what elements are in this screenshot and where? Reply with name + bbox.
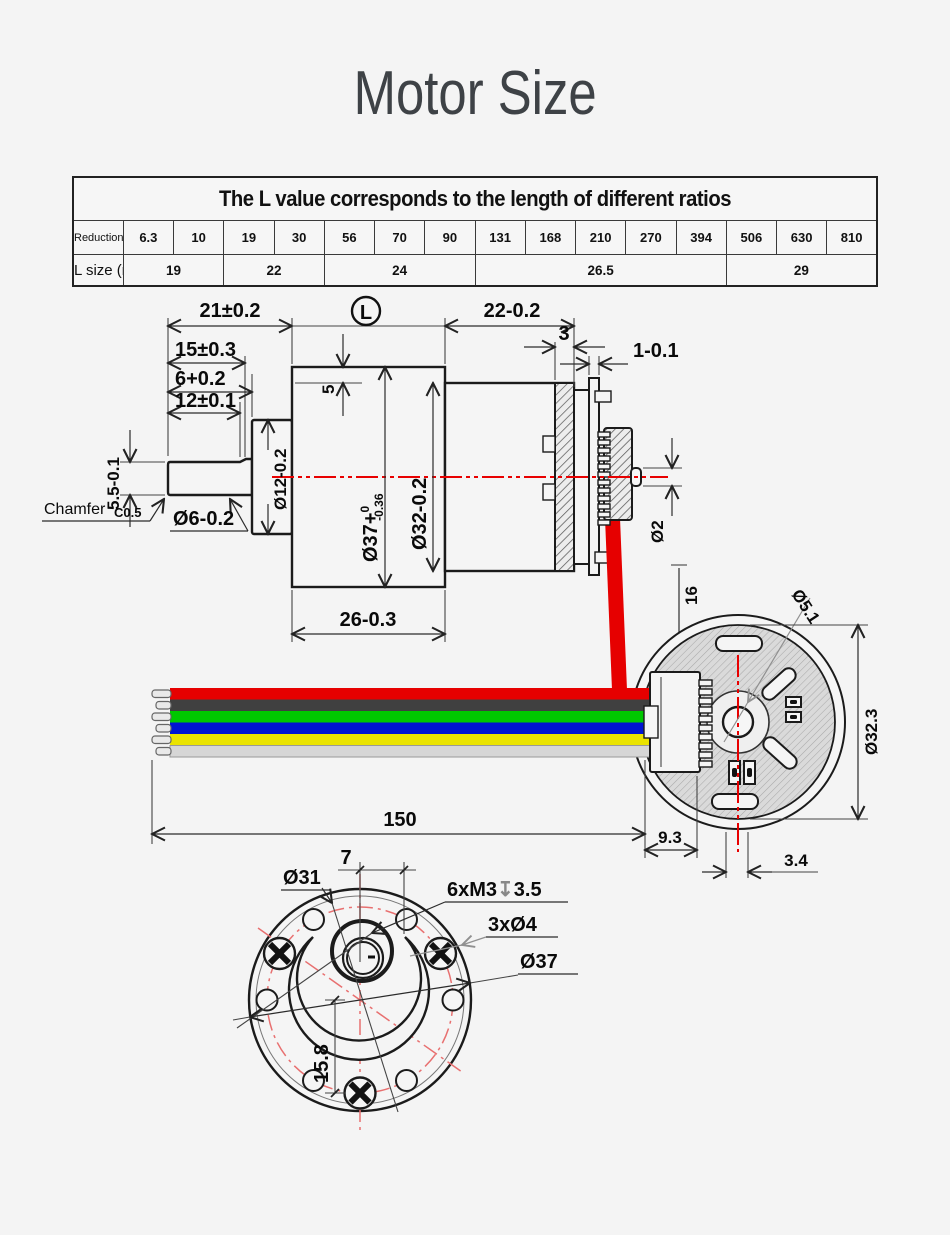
crescent-slot (287, 936, 431, 1061)
dim-motor-length: 22-0.2 (484, 300, 541, 322)
dim-slot-width: 3.4 (784, 851, 808, 870)
ratio-cell: 394 (675, 220, 727, 255)
dim-collar-diameter: Ø12-0.2 (271, 449, 290, 510)
l-size-cell: 26.5 (474, 254, 727, 287)
dim-pitch: 15.8 (311, 1044, 333, 1083)
row2-label: L size (mm) (72, 254, 124, 287)
shaft-circle-inner (346, 941, 380, 975)
dim-can-diameter: Ø32-0.2 (409, 478, 431, 550)
ratio-cell: 90 (424, 220, 476, 255)
front-view-drawing: 7 Ø31 6xM3↧3.5 3xØ4 Ø37 (232, 847, 578, 1133)
wire-green (170, 711, 650, 723)
pin-header-teeth (597, 431, 611, 526)
can-tab (542, 483, 556, 501)
connector-pins (698, 679, 713, 768)
front-view-dimensions: 7 Ø31 6xM3↧3.5 3xØ4 Ø37 (232, 847, 578, 1113)
ratio-cell: 630 (775, 220, 828, 255)
can-tab (542, 435, 556, 453)
chamfer-value: C0.5 (114, 505, 141, 520)
dim-flat6-length: 6+0.2 (175, 368, 226, 390)
ratio-cell: 168 (524, 220, 577, 255)
ratio-cell: 270 (625, 220, 677, 255)
ratio-cell: 506 (725, 220, 778, 255)
screw (343, 1076, 377, 1110)
solder-pads (728, 696, 802, 785)
l-size-cell: 22 (223, 254, 325, 287)
jst-connector (643, 671, 713, 773)
phillips-screws (262, 936, 458, 1110)
wire-white (169, 745, 651, 758)
dim-connector-width: 9.3 (658, 828, 682, 847)
motor-technical-drawing: L 21±0.2 22-0.2 15±0.3 6+0.2 12±0.1 5.5-… (42, 295, 881, 1133)
wire-blue (170, 722, 650, 734)
page-title: Motor Size (353, 59, 597, 128)
dim-flange-diameter: Ø37 (520, 951, 558, 973)
l-size-cell: 29 (725, 254, 878, 287)
ratio-cell: 10 (172, 220, 225, 255)
dim-flat-height: 5.5-0.1 (104, 457, 123, 510)
dim-encoder-hole-dia: Ø5.1 (788, 586, 824, 627)
dim-cable-length: 150 (383, 809, 416, 831)
bare-wire-tips (151, 689, 172, 756)
pcb-slots (711, 635, 798, 810)
mounting-holes (255, 908, 465, 1092)
dim-pcb-diameter: Ø32.3 (862, 709, 881, 755)
dim-flat12-length: 12±0.1 (175, 390, 236, 412)
l-size-row: L size (mm) 19 22 24 26.5 29 (72, 254, 878, 287)
wire-yellow (170, 734, 650, 746)
l-symbol-label: L (360, 302, 372, 324)
dim-gearbox-length: 26-0.3 (340, 609, 397, 631)
ratio-length-table: The L value corresponds to the length of… (72, 176, 878, 287)
ribbon-cable (151, 688, 651, 758)
screw (423, 936, 458, 971)
dim-wire-offset: 16 (682, 586, 701, 605)
side-view-drawing: L 21±0.2 22-0.2 15±0.3 6+0.2 12±0.1 5.5-… (42, 295, 701, 690)
ratio-cell: 6.3 (122, 220, 175, 255)
wire-red (170, 688, 650, 700)
dim-encoder-shaft-dia: Ø2 (648, 520, 667, 543)
screw (262, 936, 297, 971)
dim-through-holes: 3xØ4 (488, 914, 538, 936)
dim-gearbox-diameter: Ø37+0-0.36 (358, 493, 386, 562)
dim-shaft-length: 15±0.3 (175, 339, 236, 361)
dim-boss-diameter: Ø31 (283, 867, 321, 889)
ratio-cell: 210 (574, 220, 627, 255)
wire-black (170, 699, 650, 711)
red-power-wire (605, 518, 627, 690)
reduction-ratio-row: Reduction ratio (change) 6.3 10 19 30 56… (72, 220, 878, 255)
ratio-cell: 131 (474, 220, 526, 255)
dim-tapped-holes: 6xM3↧3.5 (447, 879, 542, 901)
dim-cap-thickness: 3 (558, 323, 569, 345)
ratio-cell: 56 (323, 220, 376, 255)
pcb-clip (594, 390, 612, 403)
depth-symbol-icon: ↧ (497, 879, 514, 901)
ratio-cell: 19 (223, 220, 275, 255)
dim-offset: 7 (340, 847, 351, 869)
table-title: The L value corresponds to the length of… (72, 176, 878, 221)
connector-notch (643, 705, 659, 739)
ratio-cell: 30 (273, 220, 325, 255)
dim-shaft-diameter: Ø6-0.2 (173, 508, 234, 530)
dim-pcb-thickness: 1-0.1 (633, 340, 679, 362)
chamfer-label: Chamfer (44, 501, 106, 518)
ratio-cell: 810 (826, 220, 878, 255)
l-symbol-circle (350, 295, 382, 327)
output-shaft (166, 457, 254, 497)
dim-step: 5 (319, 385, 338, 394)
l-size-cell: 24 (323, 254, 476, 287)
dim-total-length: 21±0.2 (199, 300, 260, 322)
ratio-cell: 70 (373, 220, 426, 255)
row1-label: Reduction ratio (change) (72, 220, 124, 255)
l-size-cell: 19 (122, 254, 225, 287)
